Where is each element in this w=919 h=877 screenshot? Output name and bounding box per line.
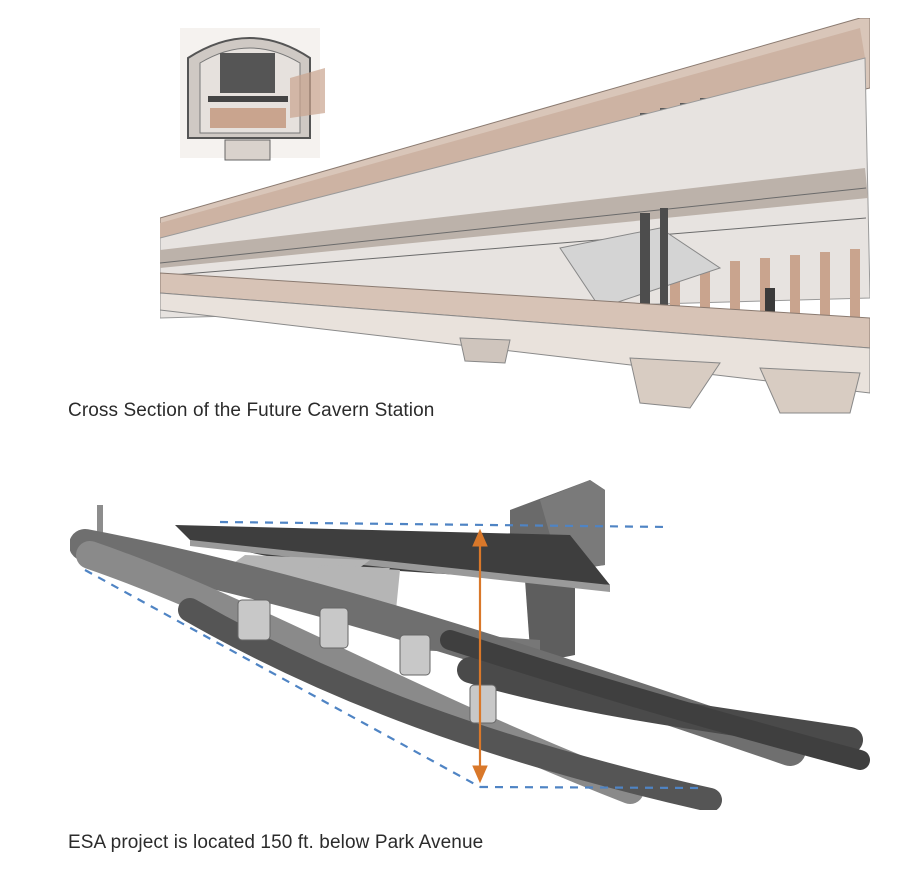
inset-tunnel-section (180, 28, 325, 161)
esa-location-caption: ESA project is located 150 ft. below Par… (68, 832, 484, 853)
cavern-station-illustration (160, 18, 870, 438)
cavern-station-caption: Cross Section of the Future Cavern Stati… (68, 400, 435, 421)
depth-arrow (472, 528, 488, 784)
esa-depth-illustration (70, 470, 870, 810)
